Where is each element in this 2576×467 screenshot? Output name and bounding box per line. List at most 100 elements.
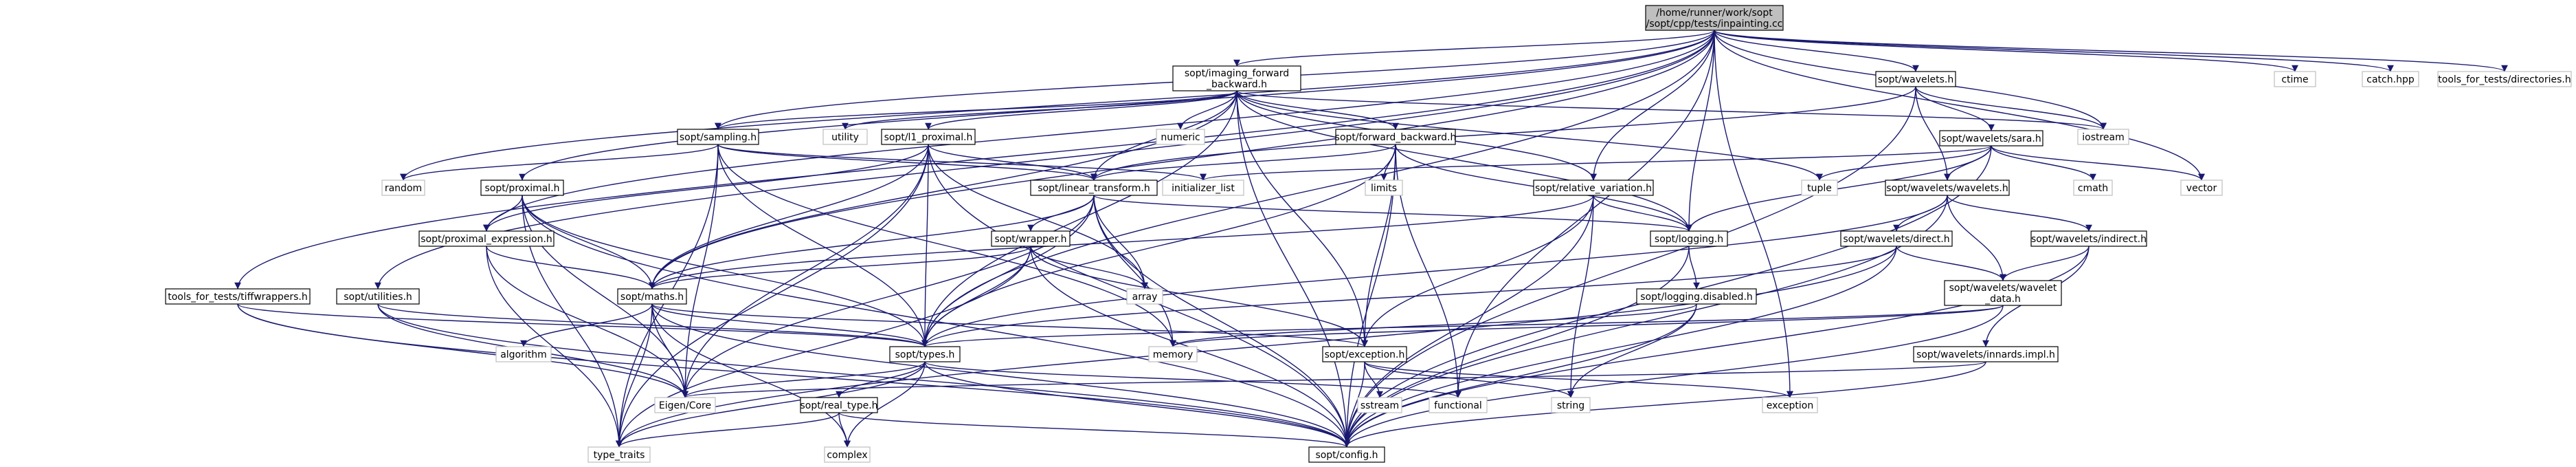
node-l1prox[interactable]: sopt/l1_proximal.h xyxy=(881,129,976,145)
node-box xyxy=(1365,180,1403,196)
edge-linear-to-config xyxy=(1093,195,1350,448)
node-box xyxy=(1885,180,2010,196)
node-init_list: initializer_list xyxy=(1162,180,1244,196)
edge-wavdata-to-config xyxy=(1343,305,2004,448)
edge-sara-to-logging xyxy=(1685,145,1992,232)
node-exception_h[interactable]: sopt/exception.h xyxy=(1322,346,1407,362)
node-box xyxy=(654,397,716,413)
node-label: memory xyxy=(1153,349,1194,360)
edge-root-to-ctime xyxy=(1714,30,2298,72)
edge-imaging-to-exception_h xyxy=(1236,90,1368,347)
node-box xyxy=(889,346,961,362)
node-label: sopt/wavelets/wavelets.h xyxy=(1886,183,2008,194)
node-types[interactable]: sopt/types.h xyxy=(889,346,961,362)
edge-imaging-to-sampling xyxy=(715,90,1237,130)
node-box xyxy=(1801,180,1838,196)
node-label: sopt/l1_proximal.h xyxy=(884,132,973,143)
edge-wrapper-to-array xyxy=(1030,246,1148,290)
node-utilities[interactable]: sopt/utilities.h xyxy=(336,288,420,305)
edge-logging-to-logdis xyxy=(1688,246,1700,290)
node-realtype[interactable]: sopt/real_type.h xyxy=(800,397,878,413)
edge-linear-to-maths xyxy=(649,195,1095,290)
edge-linear-to-types xyxy=(921,195,1095,347)
edge-root-to-types xyxy=(921,30,1715,347)
node-label: iostream xyxy=(2082,132,2125,143)
node-box xyxy=(1172,65,1301,91)
node-directories: tools_for_tests/directories.h xyxy=(2437,71,2572,87)
node-box xyxy=(1939,130,2043,146)
node-label: sopt/relative_variation.h xyxy=(1535,183,1652,194)
node-indirect[interactable]: sopt/wavelets/indirect.h xyxy=(2030,230,2147,247)
node-config[interactable]: sopt/config.h xyxy=(1308,446,1385,463)
node-label: exception xyxy=(1767,400,1813,411)
node-box xyxy=(2030,230,2147,247)
node-tiff[interactable]: tools_for_tests/tiffwrappers.h xyxy=(165,288,311,305)
node-maths[interactable]: sopt/maths.h xyxy=(617,288,687,305)
node-label: initializer_list xyxy=(1172,183,1235,194)
edge-logdis-to-memory xyxy=(1169,303,1697,347)
node-label: tuple xyxy=(1807,183,1832,194)
edge-root-to-directories xyxy=(1714,30,2508,72)
node-string: string xyxy=(1551,397,1591,413)
edge-maths-to-config xyxy=(651,303,1350,448)
node-box xyxy=(2274,71,2316,87)
node-catch: catch.hpp xyxy=(2362,71,2419,87)
node-box xyxy=(1156,129,1205,145)
edge-types-to-realtype xyxy=(836,361,926,398)
node-logdis[interactable]: sopt/logging.disabled.h xyxy=(1636,288,1757,305)
node-label: /home/runner/work/sopt xyxy=(1656,8,1773,19)
node-random: random xyxy=(381,180,425,196)
node-exception: exception xyxy=(1762,397,1818,413)
node-direct[interactable]: sopt/wavelets/direct.h xyxy=(1840,230,1953,247)
node-wavdata[interactable]: sopt/wavelets/wavelet_data.h xyxy=(1944,280,2062,306)
node-proxexpr[interactable]: sopt/proximal_expression.h xyxy=(418,230,555,247)
node-label: _backward.h xyxy=(1206,79,1267,90)
node-imaging[interactable]: sopt/imaging_forward_backward.h xyxy=(1172,65,1301,91)
node-label: sopt/wavelets/indirect.h xyxy=(2031,234,2147,245)
node-sampling[interactable]: sopt/sampling.h xyxy=(677,129,759,145)
edge-root-to-tiff xyxy=(234,30,1715,290)
node-wrapper[interactable]: sopt/wrapper.h xyxy=(991,230,1071,247)
node-sara[interactable]: sopt/wavelets/sara.h xyxy=(1939,130,2043,146)
node-wavelets_h[interactable]: sopt/wavelets.h xyxy=(1875,71,1956,87)
edge-l1prox-to-proxexpr xyxy=(483,144,929,232)
node-linear[interactable]: sopt/linear_transform.h xyxy=(1030,180,1158,196)
edge-l1prox-to-type_traits xyxy=(616,144,929,448)
edge-exception_h-to-sstream xyxy=(1364,361,1383,398)
node-box xyxy=(2077,129,2129,145)
edge-linear-to-logging xyxy=(1093,195,1692,232)
node-box xyxy=(165,288,311,305)
edge-imaging-to-utility xyxy=(842,90,1237,130)
edge-realtype-to-type_traits xyxy=(616,412,840,448)
edge-wavelets_h-to-iostream xyxy=(1915,86,2107,130)
edge-maths-to-algorithm xyxy=(520,303,653,347)
edge-root-to-vector xyxy=(1714,30,2205,181)
node-fwdbwd[interactable]: sopt/forward_backward.h xyxy=(1335,129,1457,145)
edge-root-to-catch xyxy=(1714,30,2394,72)
edges-layer xyxy=(234,30,2508,448)
node-label: sopt/exception.h xyxy=(1325,349,1405,360)
edge-realtype-to-config xyxy=(838,412,1350,448)
node-ctime: ctime xyxy=(2274,71,2316,87)
node-box xyxy=(381,180,425,196)
node-relvar[interactable]: sopt/relative_variation.h xyxy=(1533,180,1654,196)
edge-imaging-to-tuple xyxy=(1236,90,1823,181)
node-label: utility xyxy=(831,132,859,143)
node-proximal[interactable]: sopt/proximal.h xyxy=(480,180,564,196)
node-logging[interactable]: sopt/logging.h xyxy=(1650,230,1728,247)
node-box xyxy=(495,346,552,362)
node-box xyxy=(2180,180,2223,196)
node-label: vector xyxy=(2186,183,2217,194)
node-label: numeric xyxy=(1161,132,1200,143)
node-box xyxy=(1030,180,1158,196)
node-label: sopt/config.h xyxy=(1315,450,1378,461)
edge-logdis-to-config xyxy=(1343,303,1697,448)
edge-imaging-to-maths xyxy=(649,90,1237,290)
edge-l1prox-to-maths xyxy=(649,144,929,290)
node-wavwav[interactable]: sopt/wavelets/wavelets.h xyxy=(1885,180,2010,196)
edge-types-to-complex xyxy=(844,361,926,448)
edge-wavwav-to-wavdata xyxy=(1947,195,2006,281)
node-label: sopt/wavelets.h xyxy=(1878,74,1954,85)
node-innards[interactable]: sopt/wavelets/innards.impl.h xyxy=(1913,346,2059,362)
node-label: sopt/sampling.h xyxy=(680,132,757,143)
